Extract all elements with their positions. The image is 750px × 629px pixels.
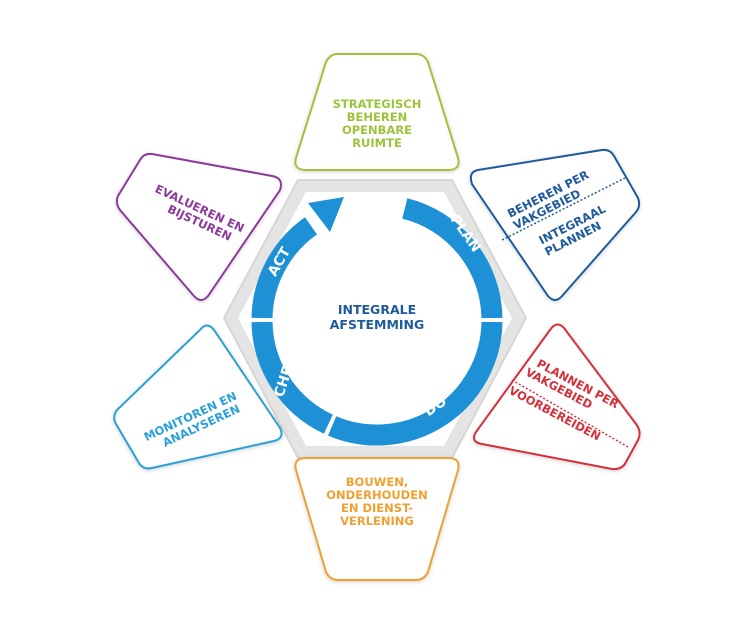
panel-beheren-vakgebied (469, 148, 641, 301)
arrow-head-icon (308, 197, 344, 232)
panel-top-line: OPENBARE (342, 123, 412, 137)
panel-strategisch-beheren (294, 53, 460, 171)
panel-monitoren-analyseren (113, 324, 283, 470)
panel-bouwen-onderhouden (294, 457, 460, 581)
panel-evalueren-bijsturen (115, 152, 282, 301)
divider (501, 177, 626, 241)
panel-bottom-line: VERLENING (340, 514, 414, 528)
ring-segment-act (251, 217, 318, 319)
ring-segment-do (328, 321, 503, 446)
center-hexagon-inner (238, 192, 512, 446)
panel-top-line: RUIMTE (352, 136, 402, 150)
ring-segment-plan (402, 198, 503, 319)
pdca-ring (251, 197, 503, 446)
panel-top-line: STRATEGISCH (333, 97, 422, 111)
panel-plannen-vakgebied (473, 323, 641, 471)
panel-bottom-line: EN DIENST- (341, 501, 413, 515)
center-title-line2: AFSTEMMING (330, 317, 425, 332)
ring-segment-check (251, 321, 334, 434)
center-title-line1: INTEGRALE (338, 302, 416, 317)
panel-top-line: BEHEREN (347, 110, 407, 124)
panel-bottom-line: BOUWEN, (346, 475, 408, 489)
panel-bottom-line: ONDERHOUDEN (326, 488, 427, 502)
